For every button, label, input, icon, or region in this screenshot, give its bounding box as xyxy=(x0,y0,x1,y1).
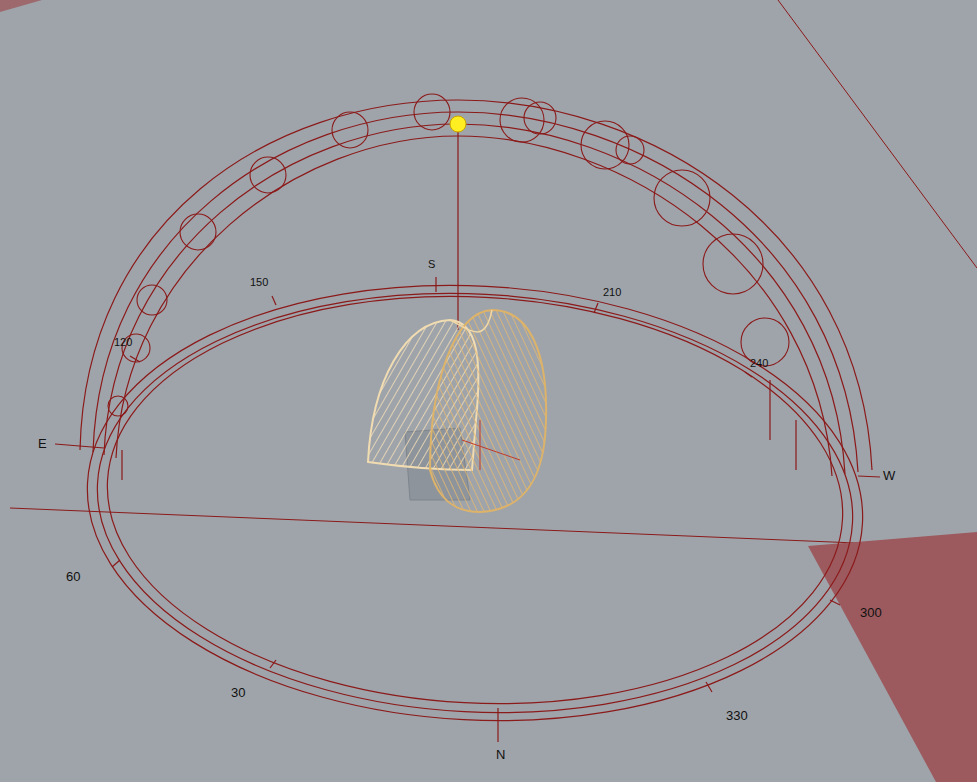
compass-label: S xyxy=(428,258,435,270)
horizon-ring xyxy=(76,266,874,740)
compass-label: 150 xyxy=(250,276,268,288)
ground-plane xyxy=(808,532,977,782)
sun-position xyxy=(450,116,466,132)
compass-tick xyxy=(55,277,880,742)
ground-plane xyxy=(0,0,42,12)
compass-label: 120 xyxy=(114,336,132,348)
compass-label: 210 xyxy=(603,286,621,298)
compass-label: E xyxy=(38,437,47,451)
compass-label: 330 xyxy=(726,709,748,723)
compass-label: 60 xyxy=(66,570,80,584)
compass-label: 240 xyxy=(750,357,768,369)
sun-vector xyxy=(457,124,458,330)
plane-edge xyxy=(778,0,977,268)
lattice-shell xyxy=(368,310,546,512)
compass-label: N xyxy=(496,748,505,762)
compass-label: 30 xyxy=(231,686,245,700)
compass-label: 300 xyxy=(860,606,882,620)
compass-label: W xyxy=(883,469,895,483)
plane-edge xyxy=(10,508,977,548)
